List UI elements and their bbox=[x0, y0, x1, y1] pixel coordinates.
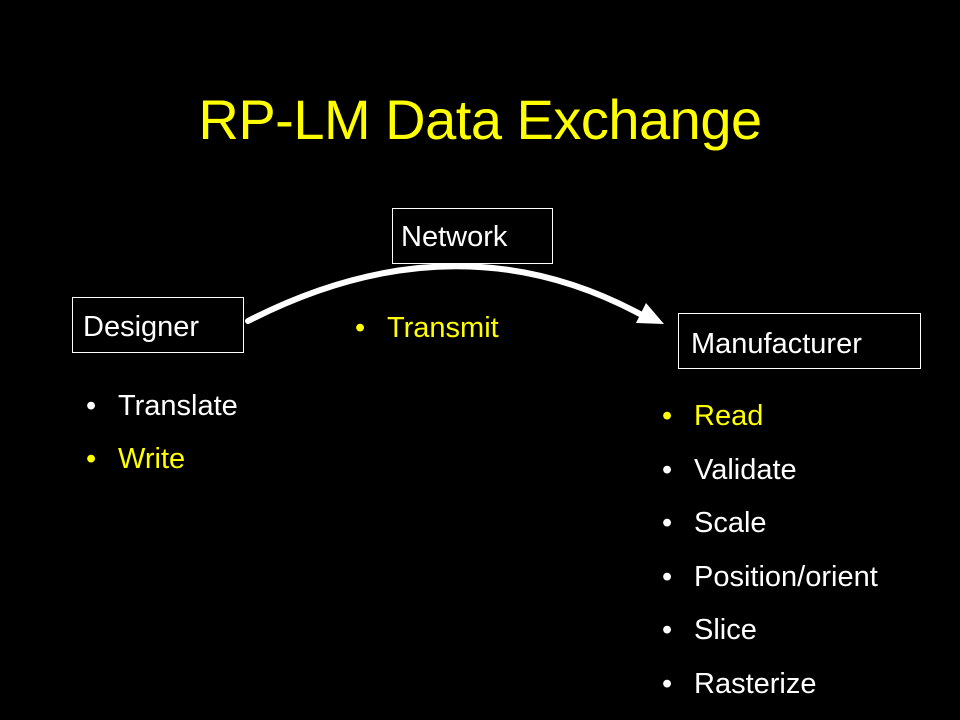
manufacturer-step: • Read bbox=[662, 390, 878, 444]
designer-box: Designer bbox=[72, 297, 244, 353]
manufacturer-step: • Position/orient bbox=[662, 551, 878, 605]
flow-arrow-curve bbox=[245, 263, 643, 324]
manufacturer-step-label: Read bbox=[694, 400, 764, 432]
bullet-dot: • bbox=[662, 667, 673, 700]
manufacturer-step: • Validate bbox=[662, 444, 878, 498]
bullet-dot: • bbox=[355, 312, 366, 344]
designer-step-label: Write bbox=[118, 443, 186, 475]
manufacturer-box: Manufacturer bbox=[678, 313, 921, 369]
designer-step-list: • Translate • Write bbox=[86, 380, 238, 486]
bullet-dot: • bbox=[86, 390, 97, 422]
network-step-list: • Transmit bbox=[355, 310, 499, 346]
bullet-dot: • bbox=[86, 443, 97, 475]
designer-step-label: Translate bbox=[118, 390, 238, 422]
designer-step: • Write bbox=[86, 433, 238, 486]
manufacturer-step-list: •Read •Validate •Scale •Position/orient … bbox=[662, 390, 878, 711]
designer-step: • Translate bbox=[86, 380, 238, 433]
manufacturer-step-label: Scale bbox=[694, 507, 767, 539]
manufacturer-step-label: Slice bbox=[694, 614, 757, 646]
manufacturer-step-label: Validate bbox=[694, 453, 797, 486]
manufacturer-step-label: Position/orient bbox=[694, 560, 878, 593]
network-step: • Transmit bbox=[355, 310, 499, 346]
manufacturer-step: • Rasterize bbox=[662, 658, 878, 712]
bullet-dot: • bbox=[662, 614, 673, 646]
bullet-dot: • bbox=[662, 453, 673, 486]
bullet-dot: • bbox=[662, 560, 673, 593]
bullet-dot: • bbox=[662, 400, 673, 432]
network-box: Network bbox=[392, 208, 553, 264]
bullet-dot: • bbox=[662, 507, 673, 539]
slide-title: RP-LM Data Exchange bbox=[198, 88, 762, 151]
manufacturer-step: • Scale bbox=[662, 497, 878, 551]
flow-arrow-head bbox=[636, 303, 664, 324]
manufacturer-step-label: Rasterize bbox=[694, 667, 817, 700]
network-step-label: Transmit bbox=[387, 312, 499, 344]
manufacturer-step: • Slice bbox=[662, 604, 878, 658]
